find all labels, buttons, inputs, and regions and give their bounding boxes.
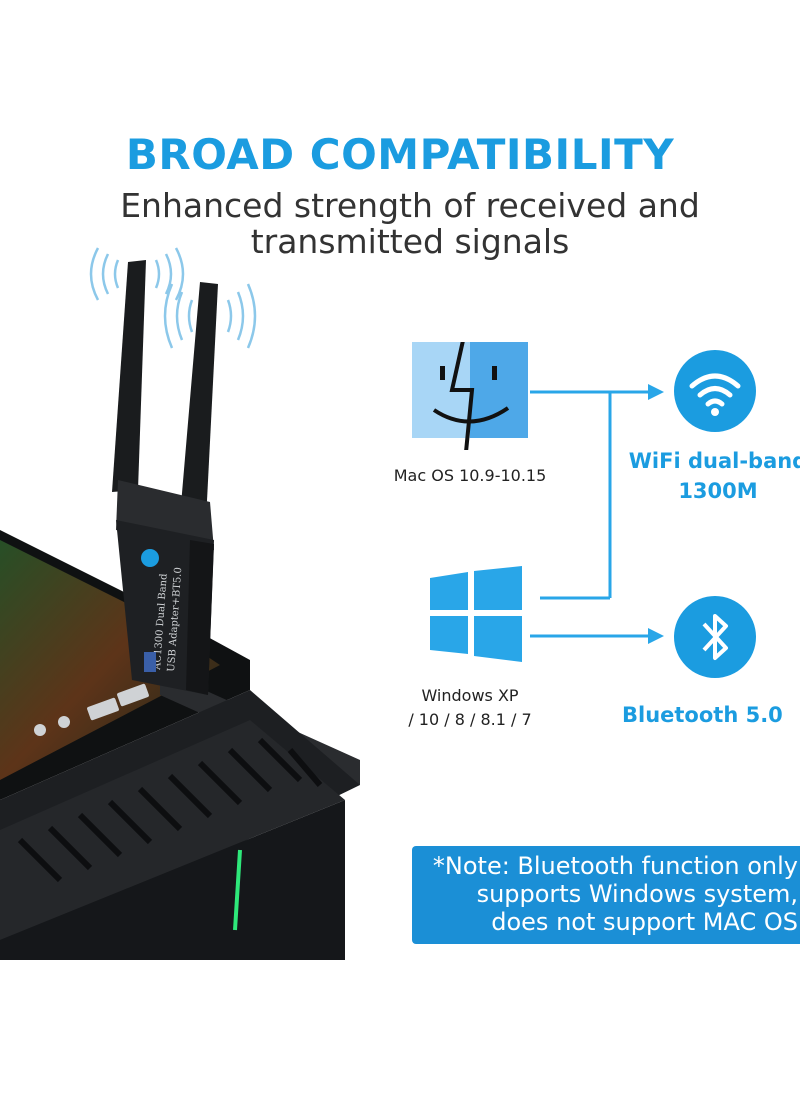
windows-label-line-1: Windows XP (421, 686, 519, 705)
antenna-left (112, 260, 146, 492)
note-box: *Note: Bluetooth function only supports … (412, 846, 800, 944)
windows-logo-icon (430, 566, 522, 662)
bluetooth-feature-badge (674, 596, 756, 678)
bluetooth-feature-label: Bluetooth 5.0 (622, 703, 783, 727)
pc-tower (0, 530, 360, 960)
subheadline-line-1: Enhanced strength of received and (120, 186, 700, 225)
wifi-feature-badge (674, 350, 756, 432)
windows-label: Windows XP / 10 / 8 / 8.1 / 7 (380, 684, 560, 732)
usb-port (117, 683, 149, 707)
audio-jack (58, 716, 70, 728)
wifi-feature-label: WiFi dual-band 1300M (618, 446, 800, 506)
note-line-2: supports Windows system, (476, 880, 798, 908)
antenna-right (178, 282, 218, 540)
mac-os-label: Mac OS 10.9-10.15 (393, 466, 547, 485)
wifi-feature-line-1: WiFi dual-band (628, 449, 800, 473)
wifi-icon (689, 373, 741, 416)
signal-waves-left-icon (89, 247, 185, 301)
wifi-feature-line-2: 1300M (678, 479, 758, 503)
usb-port (87, 697, 119, 721)
wifi-led-icon (141, 549, 159, 567)
audio-jack (34, 724, 46, 736)
headline: BROAD COMPATIBILITY (125, 130, 675, 179)
note-line-3: does not support MAC OS (491, 908, 798, 936)
arrow-right-icon (648, 384, 664, 400)
subheadline: Enhanced strength of received and transm… (0, 188, 800, 260)
subheadline-line-2: transmitted signals (250, 222, 570, 261)
bluetooth-icon (702, 614, 728, 660)
adapter-badge (144, 652, 156, 672)
signal-waves-right-icon (163, 283, 257, 349)
windows-label-line-2: / 10 / 8 / 8.1 / 7 (408, 710, 532, 729)
led-strip (233, 849, 242, 931)
connector-lines (530, 384, 664, 644)
usb-adapter: AC1300 Dual Band USB Adapter+BT5.0 (112, 260, 218, 695)
mac-finder-icon (412, 342, 528, 450)
product-illustration: AC1300 Dual Band USB Adapter+BT5.0 (0, 247, 360, 960)
arrow-right-icon (648, 628, 664, 644)
note-line-1: *Note: Bluetooth function only (432, 852, 798, 880)
